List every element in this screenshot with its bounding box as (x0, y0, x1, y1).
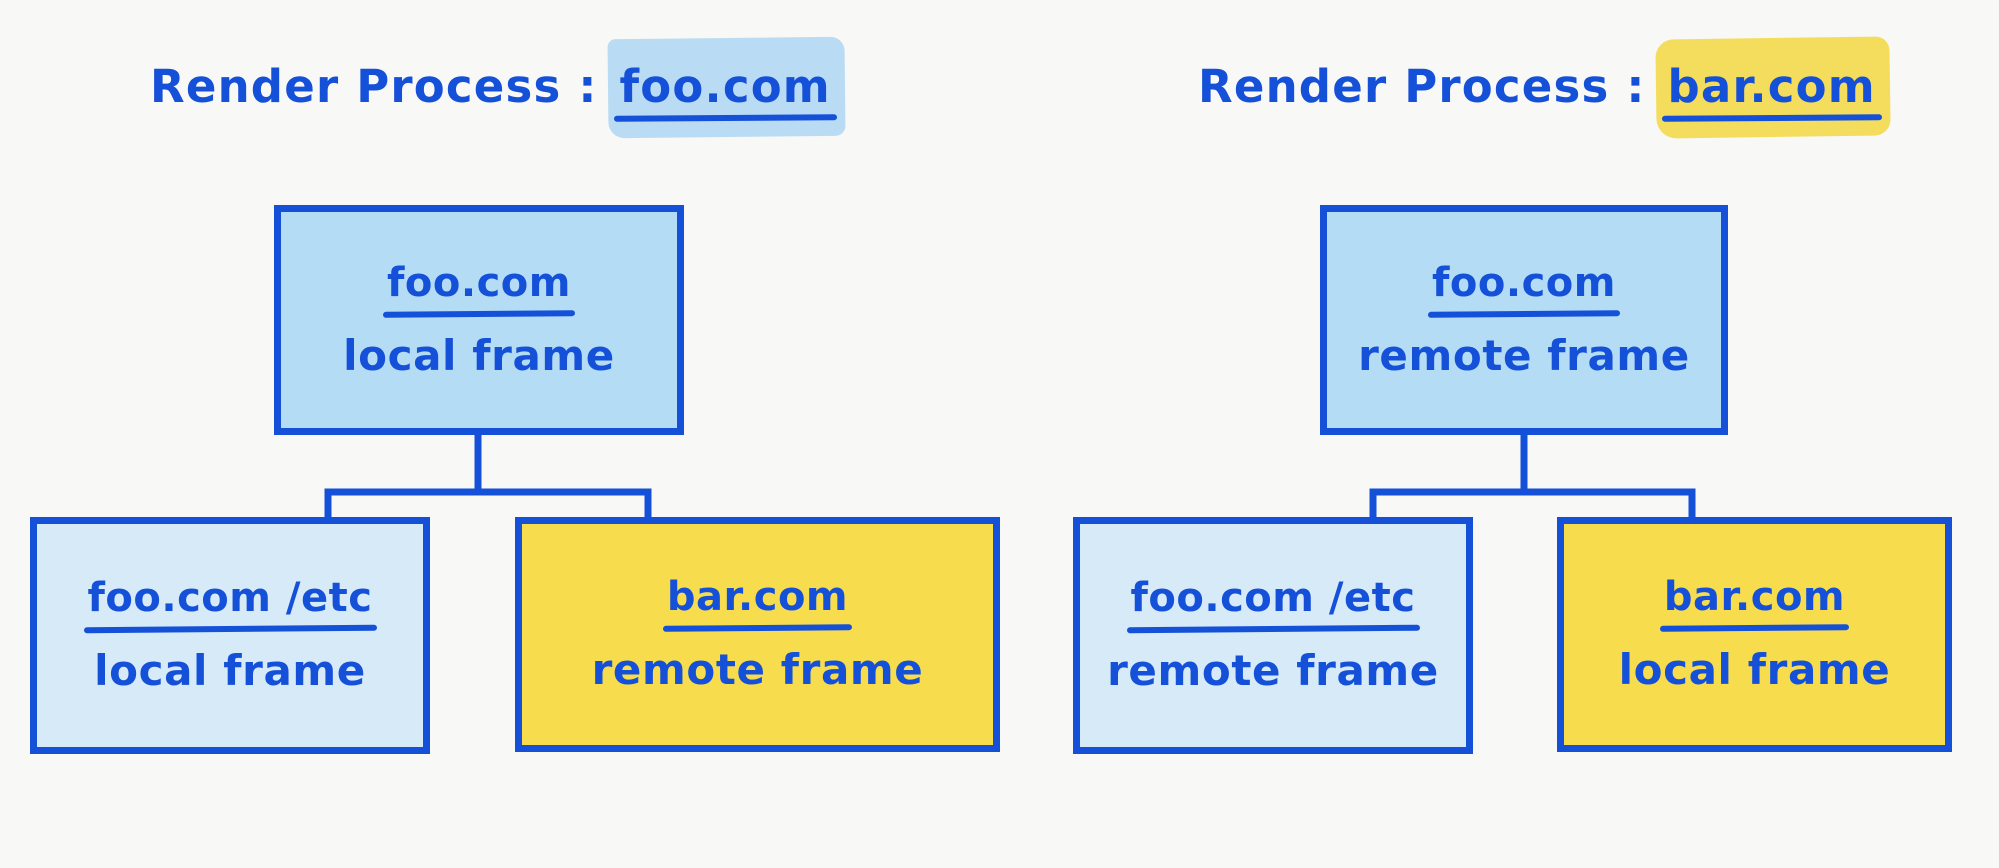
right-root-frame-domain-text: foo.com (1432, 259, 1616, 306)
left-root-frame-kind: local frame (343, 330, 615, 380)
right-child-2-domain: bar.com (1659, 574, 1850, 633)
left-child-1-domain: foo.com /etc (83, 575, 377, 634)
left-child-1-domain-text: foo.com /etc (87, 575, 373, 622)
left-root-frame-box[interactable]: foo.com local frame (274, 205, 684, 435)
right-child-2-domain-text: bar.com (1663, 574, 1846, 621)
left-child-2-kind: remote frame (591, 645, 924, 695)
right-child-1-kind: remote frame (1107, 646, 1439, 696)
panel-title-left-lead: Render Process : (150, 60, 598, 113)
left-child-1-kind: local frame (94, 646, 366, 696)
underline-stroke (662, 624, 853, 633)
panel-title-right-lead: Render Process : (1198, 60, 1646, 113)
left-child-2-domain: bar.com (662, 574, 853, 633)
left-child-frame-box-2[interactable]: bar.com remote frame (515, 517, 1000, 752)
right-root-frame-box[interactable]: foo.com remote frame (1320, 205, 1728, 435)
panel-title-right-highlighted-domain: bar.com (1656, 58, 1890, 122)
underline-stroke (83, 625, 377, 634)
underline-stroke (1659, 624, 1850, 633)
right-child-2-kind: local frame (1618, 645, 1891, 695)
underline-stroke (613, 114, 837, 122)
panel-title-left-domain-text: foo.com (619, 60, 831, 113)
right-child-1-domain: foo.com /etc (1126, 575, 1420, 634)
left-root-frame-domain: foo.com (383, 259, 575, 318)
right-child-frame-box-1[interactable]: foo.com /etc remote frame (1073, 517, 1473, 754)
right-root-frame-domain: foo.com (1428, 259, 1620, 318)
left-child-2-domain-text: bar.com (666, 574, 849, 621)
underline-stroke (1661, 114, 1882, 122)
right-child-1-domain-text: foo.com /etc (1130, 575, 1416, 622)
underline-stroke (383, 310, 575, 318)
underline-stroke (1126, 625, 1420, 634)
left-root-frame-domain-text: foo.com (387, 259, 571, 306)
panel-title-right: Render Process : bar.com (1198, 58, 1890, 122)
panel-title-left: Render Process : foo.com (150, 58, 845, 122)
panel-title-right-domain-text: bar.com (1667, 60, 1876, 113)
left-child-frame-box-1[interactable]: foo.com /etc local frame (30, 517, 430, 754)
panel-title-left-highlighted-domain: foo.com (608, 58, 845, 122)
right-child-frame-box-2[interactable]: bar.com local frame (1557, 517, 1952, 752)
right-root-frame-kind: remote frame (1358, 330, 1690, 380)
underline-stroke (1428, 310, 1620, 318)
